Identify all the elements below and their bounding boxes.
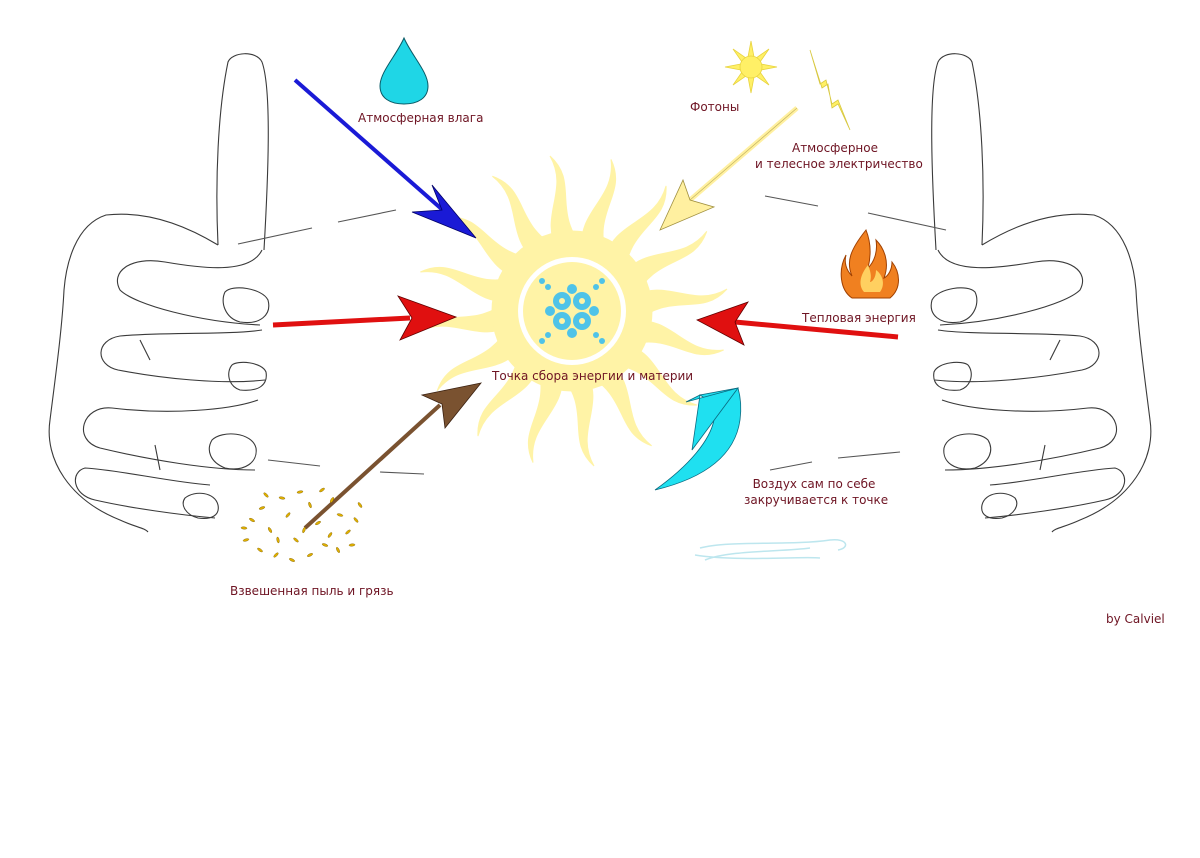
electricity-label: Атмосферное и телесное электричество [755,140,923,172]
electricity-label-line1: Атмосферное [791,141,879,155]
air-wisp [694,539,847,561]
dust-label: Взвешенная пыль и грязь [230,584,394,598]
author-credit: by Calviel [1106,612,1165,626]
heat-label: Тепловая энергия [802,311,916,325]
left-hand-outline [48,53,270,533]
air-label-line2: закручивается к точке [744,493,889,507]
photon-arrow [659,106,799,231]
center-symbol-icon [539,278,605,344]
dust-arrow [303,382,483,530]
small-sun-icon [724,40,778,94]
flame-icon [840,229,899,299]
wind-swirl-icon [654,387,742,491]
connection-dashes [237,195,947,475]
electricity-label-line2: и телесное электричество [755,157,923,171]
right-heat-arrow [696,301,899,346]
left-heat-arrow [272,295,458,341]
water-drop-icon [379,36,429,105]
center-label: Точка сбора энергии и материи [492,369,694,383]
photons-label: Фотоны [690,100,740,114]
lightning-icon [809,49,851,131]
moisture-arrow [293,78,477,239]
air-label-line1: Воздух сам по себе [752,477,876,491]
dust-cloud-icon [240,487,363,562]
right-hand-outline [930,53,1152,533]
air-label: Воздух сам по себе закручивается к точке [744,476,889,508]
moisture-label: Атмосферная влага [358,111,484,125]
